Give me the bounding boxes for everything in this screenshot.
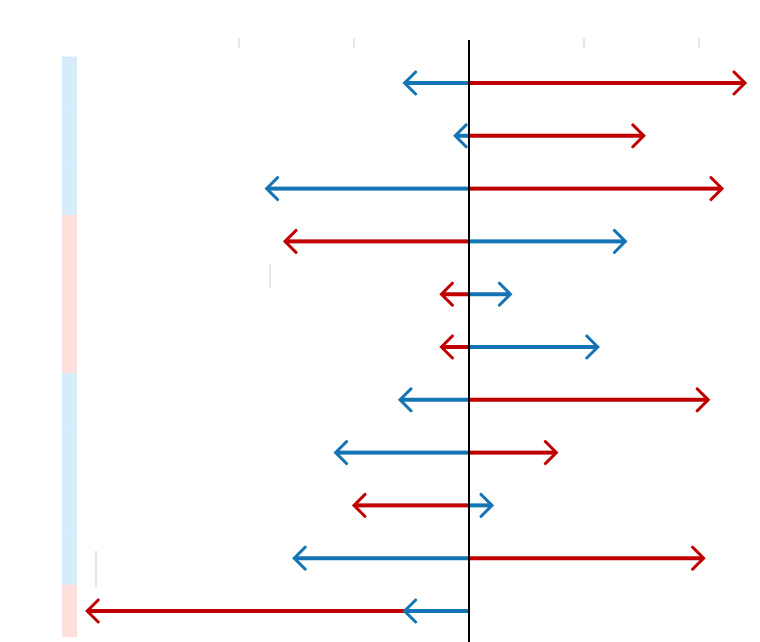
row-band-red <box>62 320 77 374</box>
red-arrow <box>282 228 469 254</box>
red-arrow-head <box>695 387 711 413</box>
blue-arrow-head <box>402 598 418 624</box>
blue-arrow <box>469 281 513 307</box>
red-arrow-head <box>732 70 748 96</box>
red-arrow <box>469 176 725 202</box>
blue-arrow <box>402 70 469 96</box>
red-arrow-head <box>439 281 454 307</box>
red-arrow-head <box>351 492 367 518</box>
row-band-blue <box>62 109 77 163</box>
red-arrow <box>469 123 646 149</box>
blue-arrow-head <box>264 176 280 202</box>
blue-arrow <box>264 176 469 202</box>
red-arrow-head <box>691 545 706 571</box>
blue-arrow-head <box>585 334 600 360</box>
row-band-blue <box>62 426 77 479</box>
blue-arrow-head <box>479 492 495 518</box>
blue-arrow <box>469 228 628 254</box>
red-arrow-head <box>543 440 559 466</box>
blue-arrow-head <box>453 123 468 149</box>
row-band-red <box>62 584 77 637</box>
blue-arrow-head <box>402 70 418 96</box>
red-arrow-head <box>709 176 725 202</box>
red-arrow <box>469 70 748 96</box>
blue-arrow-head <box>333 440 349 466</box>
row-band-red <box>62 267 77 321</box>
blue-arrow-head <box>397 387 413 413</box>
red-arrow-head <box>439 334 454 360</box>
row-band-blue <box>62 56 77 110</box>
red-arrow <box>439 334 469 360</box>
row-band-red <box>62 215 77 268</box>
blue-arrow <box>469 492 495 518</box>
blue-arrow-head <box>292 545 307 571</box>
red-arrow <box>351 492 469 518</box>
red-arrow-head <box>85 598 100 624</box>
red-arrow <box>439 281 469 307</box>
row-band-blue <box>62 531 77 585</box>
blue-arrow <box>469 334 600 360</box>
blue-arrow <box>402 598 469 624</box>
row-band-group <box>62 56 77 637</box>
blue-arrow <box>292 545 469 571</box>
red-arrow <box>469 545 706 571</box>
blue-arrow <box>397 387 469 413</box>
red-arrow-head <box>282 228 298 254</box>
blue-arrow-head <box>497 281 513 307</box>
tick-mark-group <box>95 38 700 587</box>
blue-arrow-head <box>612 228 628 254</box>
row-band-blue <box>62 479 77 532</box>
red-arrow-head <box>631 123 646 149</box>
red-arrow <box>469 440 559 466</box>
blue-arrow <box>333 440 469 466</box>
row-band-blue <box>62 373 77 427</box>
arrow-group <box>85 70 748 624</box>
red-arrow <box>469 387 711 413</box>
blue-arrow <box>453 123 469 149</box>
row-band-blue <box>62 162 77 215</box>
